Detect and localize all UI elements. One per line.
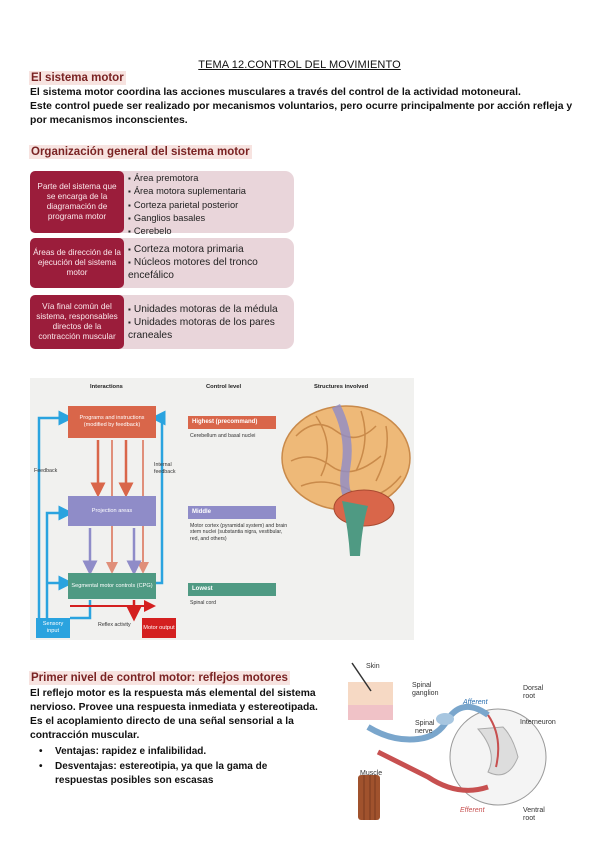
label-muscle: Muscle [360,770,383,777]
list-item: Cerebelo [128,225,246,238]
programs-box: Programs and instructions (modified by f… [68,406,156,438]
org-row-list: Unidades motoras de la médula Unidades m… [128,303,298,342]
section-heading-sistema-motor: El sistema motor [29,71,126,85]
sensory-input-box: Sensory input [36,618,70,638]
level-middle-bar: Middle [188,506,276,519]
bullet-desventajas: • Desventajas: estereotipia, ya que la g… [39,760,320,787]
bullet-dot: • [39,761,43,772]
label-interneuron: Interneuron [520,719,556,726]
level-lowest-description: Spinal cord [190,600,216,606]
section-heading-organizacion: Organización general del sistema motor [29,145,252,159]
list-item: Área premotora [128,172,246,185]
level-lowest-bar: Lowest [188,583,276,596]
paragraph-intro-2: Este control puede ser realizado por mec… [30,101,573,126]
reflex-arc-figure: Skin Spinal ganglion Afferent Dorsal roo… [338,657,578,822]
reflex-activity-label: Reflex activity [98,622,131,628]
level-highest-description: Cerebellum and basal nuclei [190,433,256,439]
section-heading-primer-nivel: Primer nivel de control motor: reflejos … [29,671,290,685]
label-ventral-root: Ventral root [523,807,545,822]
column-header-control-level: Control level [206,384,242,390]
label-afferent: Afferent [463,699,488,706]
list-item: Unidades motoras de los pares craneales [128,316,298,342]
org-row-label: Parte del sistema que se encarga de la d… [30,171,124,233]
level-middle-description: Motor cortex (pyramidal system) and brai… [190,523,288,542]
brain-illustration [281,403,411,556]
list-item: Área motora suplementaria [128,185,246,198]
org-row-direccion: Áreas de dirección de la ejecución del s… [30,238,294,288]
paragraph-reflejo: El reflejo motor es la respuesta más ele… [30,688,318,741]
reflex-arc-illustration [348,662,547,820]
org-row-list: Área premotora Área motora suplementaria… [128,172,246,238]
motor-output-box: Motor output [142,618,176,638]
column-header-interactions: Interactions [90,384,123,390]
label-spinal-ganglion: Spinal ganglion [412,682,439,697]
list-item: Ganglios basales [128,212,246,225]
org-row-label: Áreas de dirección de la ejecución del s… [30,238,124,288]
list-item: Corteza motora primaria [128,243,288,256]
motor-control-figure: Interactions Control level Structures in… [30,378,414,640]
bullet-text: Ventajas: rapidez e infalibilidad. [55,746,207,757]
org-row-label: Vía final común del sistema, responsable… [30,295,124,349]
list-item: Núcleos motores del tronco encefálico [128,256,288,282]
bullet-text: Desventajas: estereotipia, ya que la gam… [55,761,268,786]
column-header-structures: Structures involved [314,384,369,390]
bullet-dot: • [39,746,43,757]
label-skin: Skin [366,663,380,670]
list-item: Corteza parietal posterior [128,199,246,212]
org-row-list: Corteza motora primaria Núcleos motores … [128,243,288,282]
level-highest-bar: Highest (precommand) [188,416,276,429]
list-item: Unidades motoras de la médula [128,303,298,316]
label-efferent: Efferent [460,807,485,814]
internal-feedback-label: Internal feedback [154,462,176,475]
paragraph-intro-1: El sistema motor coordina las acciones m… [30,87,521,98]
org-row-diagramacion: Parte del sistema que se encarga de la d… [30,171,294,236]
org-row-via-final: Vía final común del sistema, responsable… [30,295,294,349]
label-dorsal-root: Dorsal root [523,685,544,700]
page-title: TEMA 12.CONTROL DEL MOVIMIENTO [198,59,401,71]
projection-areas-box: Projection areas [68,496,156,526]
bullet-ventajas: • Ventajas: rapidez e infalibilidad. [39,745,345,759]
feedback-label: Feedback [34,468,58,474]
label-spinal-nerve: Spinal nerve [415,720,435,735]
segmental-controls-box: Segmental motor controls (CPG) [68,573,156,599]
